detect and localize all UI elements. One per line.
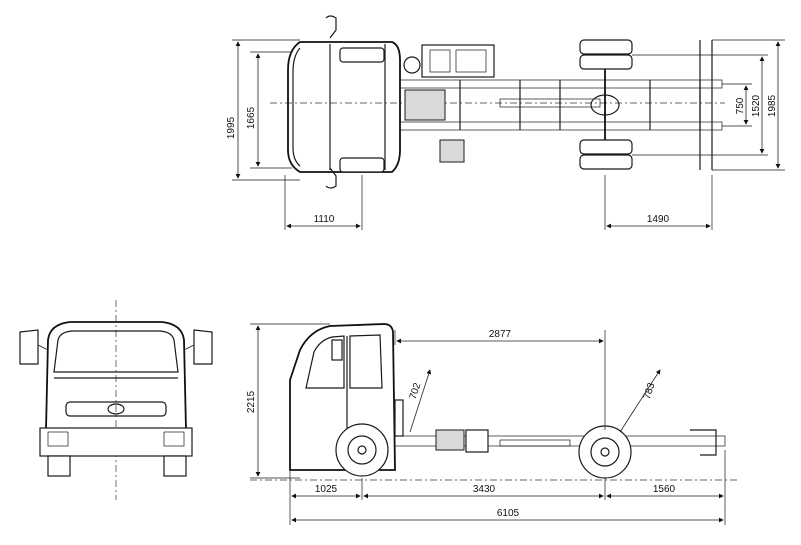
dim-cab-to-axle: 2877 — [489, 329, 512, 340]
front-view — [19, 300, 213, 500]
top-view — [232, 15, 785, 230]
dim-front-overhang: 1025 — [315, 484, 338, 495]
dim-rear-track: 1520 — [751, 94, 762, 117]
dim-rear-overhang-top: 1490 — [647, 214, 670, 225]
dim-frame-height-front: 702 — [408, 381, 424, 401]
dim-overall-height: 2215 — [246, 390, 257, 413]
dim-top-width-outer: 1995 — [226, 116, 237, 139]
dim-frame-height-rear: 783 — [642, 381, 658, 401]
dim-front-overhang-top: 1110 — [314, 214, 335, 225]
dim-frame-width: 750 — [735, 97, 746, 114]
dim-overall-length: 6105 — [497, 508, 520, 519]
side-view — [250, 323, 740, 525]
dim-top-width-cab: 1665 — [246, 106, 257, 129]
dim-rear-width-outer: 1985 — [767, 94, 778, 117]
dim-wheelbase: 3430 — [473, 484, 496, 495]
dim-rear-overhang: 1560 — [653, 484, 676, 495]
